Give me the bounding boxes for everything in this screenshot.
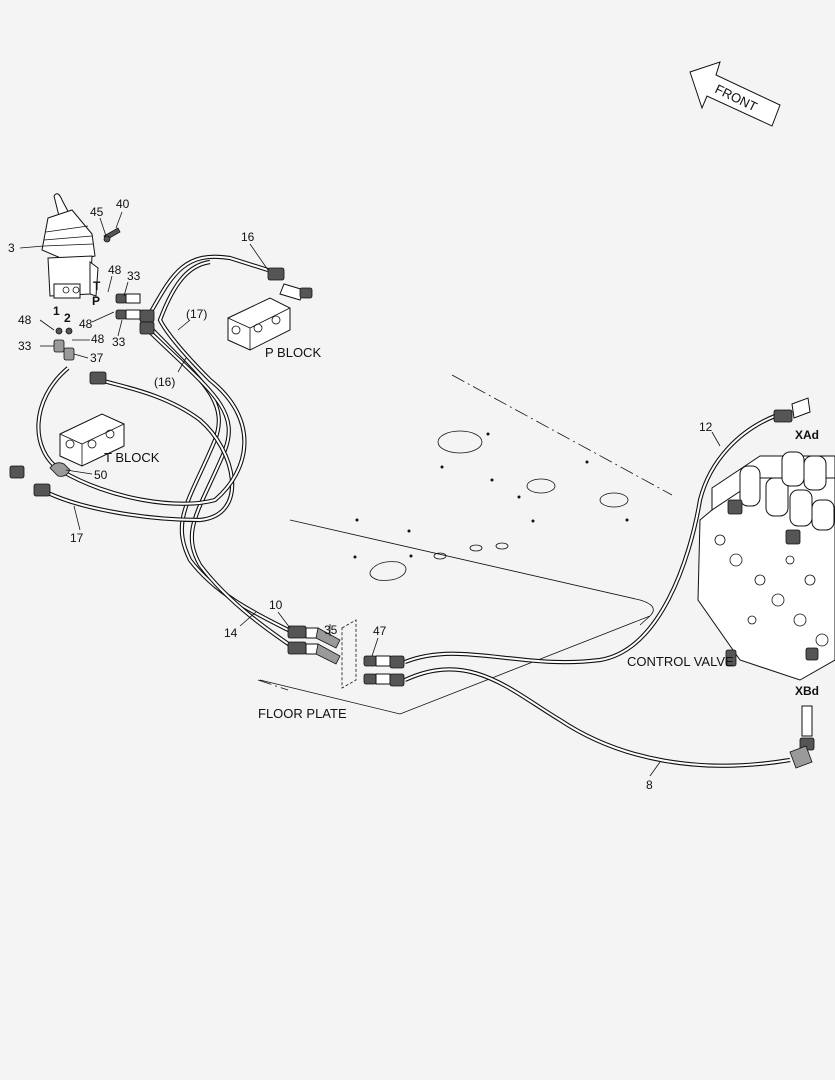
part-callout-10: 10 bbox=[269, 598, 283, 612]
part-callout-33: 33 bbox=[127, 269, 141, 283]
port-t-label: T bbox=[93, 279, 101, 293]
port-xbd-label: XBd bbox=[795, 684, 819, 698]
part-callout-47: 47 bbox=[373, 624, 387, 638]
part-callout-48: 48 bbox=[18, 313, 32, 327]
part-callout-50: 50 bbox=[94, 468, 108, 482]
joystick-fittings bbox=[53, 293, 155, 385]
hoses bbox=[36, 254, 791, 768]
floor-fittings bbox=[287, 619, 405, 689]
part-callout-17-ref: (17) bbox=[186, 307, 207, 321]
part-callout-14: 14 bbox=[224, 626, 238, 640]
part-callout-40: 40 bbox=[116, 197, 130, 211]
part-callout-37: 37 bbox=[90, 351, 104, 365]
part-callout-16: 16 bbox=[241, 230, 255, 244]
control-valve-label: CONTROL VALVE bbox=[627, 654, 734, 669]
front-arrow: FRONT bbox=[689, 61, 781, 127]
port-1-label: 1 bbox=[53, 304, 60, 318]
part-callout-48: 48 bbox=[108, 263, 122, 277]
leader-lines bbox=[19, 211, 721, 777]
part-callout-3: 3 bbox=[8, 241, 15, 255]
part-callout-48: 48 bbox=[91, 332, 105, 346]
floor-plate bbox=[257, 374, 673, 715]
p-block bbox=[227, 267, 313, 351]
part-callout-33: 33 bbox=[18, 339, 32, 353]
control-valve bbox=[697, 397, 835, 769]
part-callout-48: 48 bbox=[79, 317, 93, 331]
part-callout-17: 17 bbox=[70, 531, 84, 545]
floor-plate-label: FLOOR PLATE bbox=[258, 706, 347, 721]
part-callout-8: 8 bbox=[646, 778, 653, 792]
part-number-callouts: 3 45 40 48 33 48 48 48 33 33 37 16 (17) … bbox=[8, 197, 713, 792]
port-p-label: P bbox=[92, 294, 100, 308]
t-block bbox=[9, 413, 125, 497]
p-block-label: P BLOCK bbox=[265, 345, 321, 360]
part-callout-12: 12 bbox=[699, 420, 713, 434]
part-callout-45: 45 bbox=[90, 205, 104, 219]
part-callout-33: 33 bbox=[112, 335, 126, 349]
port-2-label: 2 bbox=[64, 311, 71, 325]
part-callout-16-ref: (16) bbox=[154, 375, 175, 389]
port-xad-label: XAd bbox=[795, 428, 819, 442]
pilot-joystick bbox=[41, 193, 121, 299]
t-block-label: T BLOCK bbox=[104, 450, 160, 465]
part-callout-35: 35 bbox=[324, 623, 338, 637]
